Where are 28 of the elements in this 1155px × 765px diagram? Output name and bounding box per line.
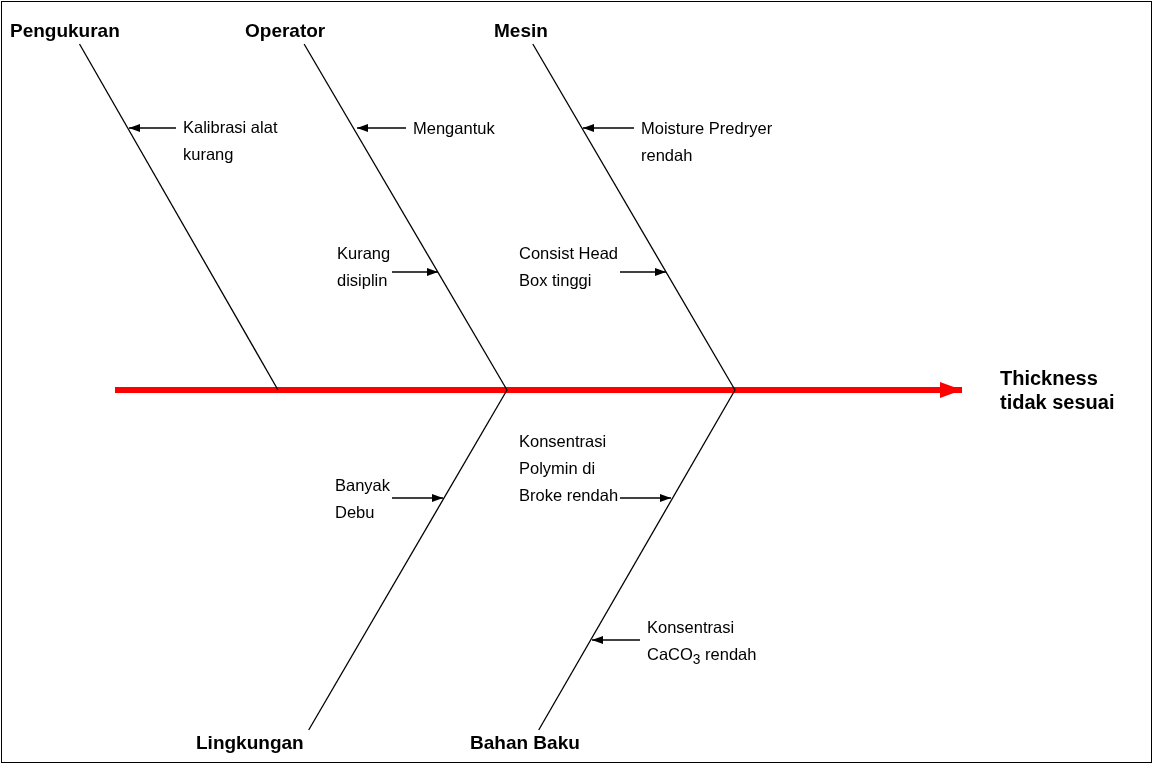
cause-label: Kalibrasi alat kurang [176,114,279,168]
category-label: Bahan Baku [470,730,610,756]
cause-label: Kurang disiplin [337,240,392,294]
category-label: Pengukuran [10,18,170,44]
category-label: Lingkungan [196,730,346,756]
arrow [582,124,635,132]
arrow [391,494,444,502]
cause-label: Konsentrasi CaCO$_{3}$ rendah [640,614,758,674]
arrow [391,268,439,276]
bone-line [308,389,508,731]
bone-line [78,43,279,391]
cause-label: Moisture Predryer rendah [634,115,774,169]
arrow [356,124,407,132]
arrow [619,494,672,502]
cause-label: Mengantuk [406,115,496,142]
category-label: Operator [245,18,355,44]
category-label: Mesin [494,18,569,44]
bone-line [303,43,508,391]
effect-label: Thickness tidak sesuai [962,366,1147,414]
bone-line [538,389,736,731]
arrow [591,636,641,644]
bone-line [532,43,736,391]
cause-label: Banyak Debu [335,472,392,526]
cause-label: Konsentrasi Polymin di Broke rendah [519,428,620,509]
spine-arrow [115,382,962,398]
cause-label: Consist Head Box tinggi [519,240,620,294]
arrow [128,124,177,132]
arrow [619,268,667,276]
